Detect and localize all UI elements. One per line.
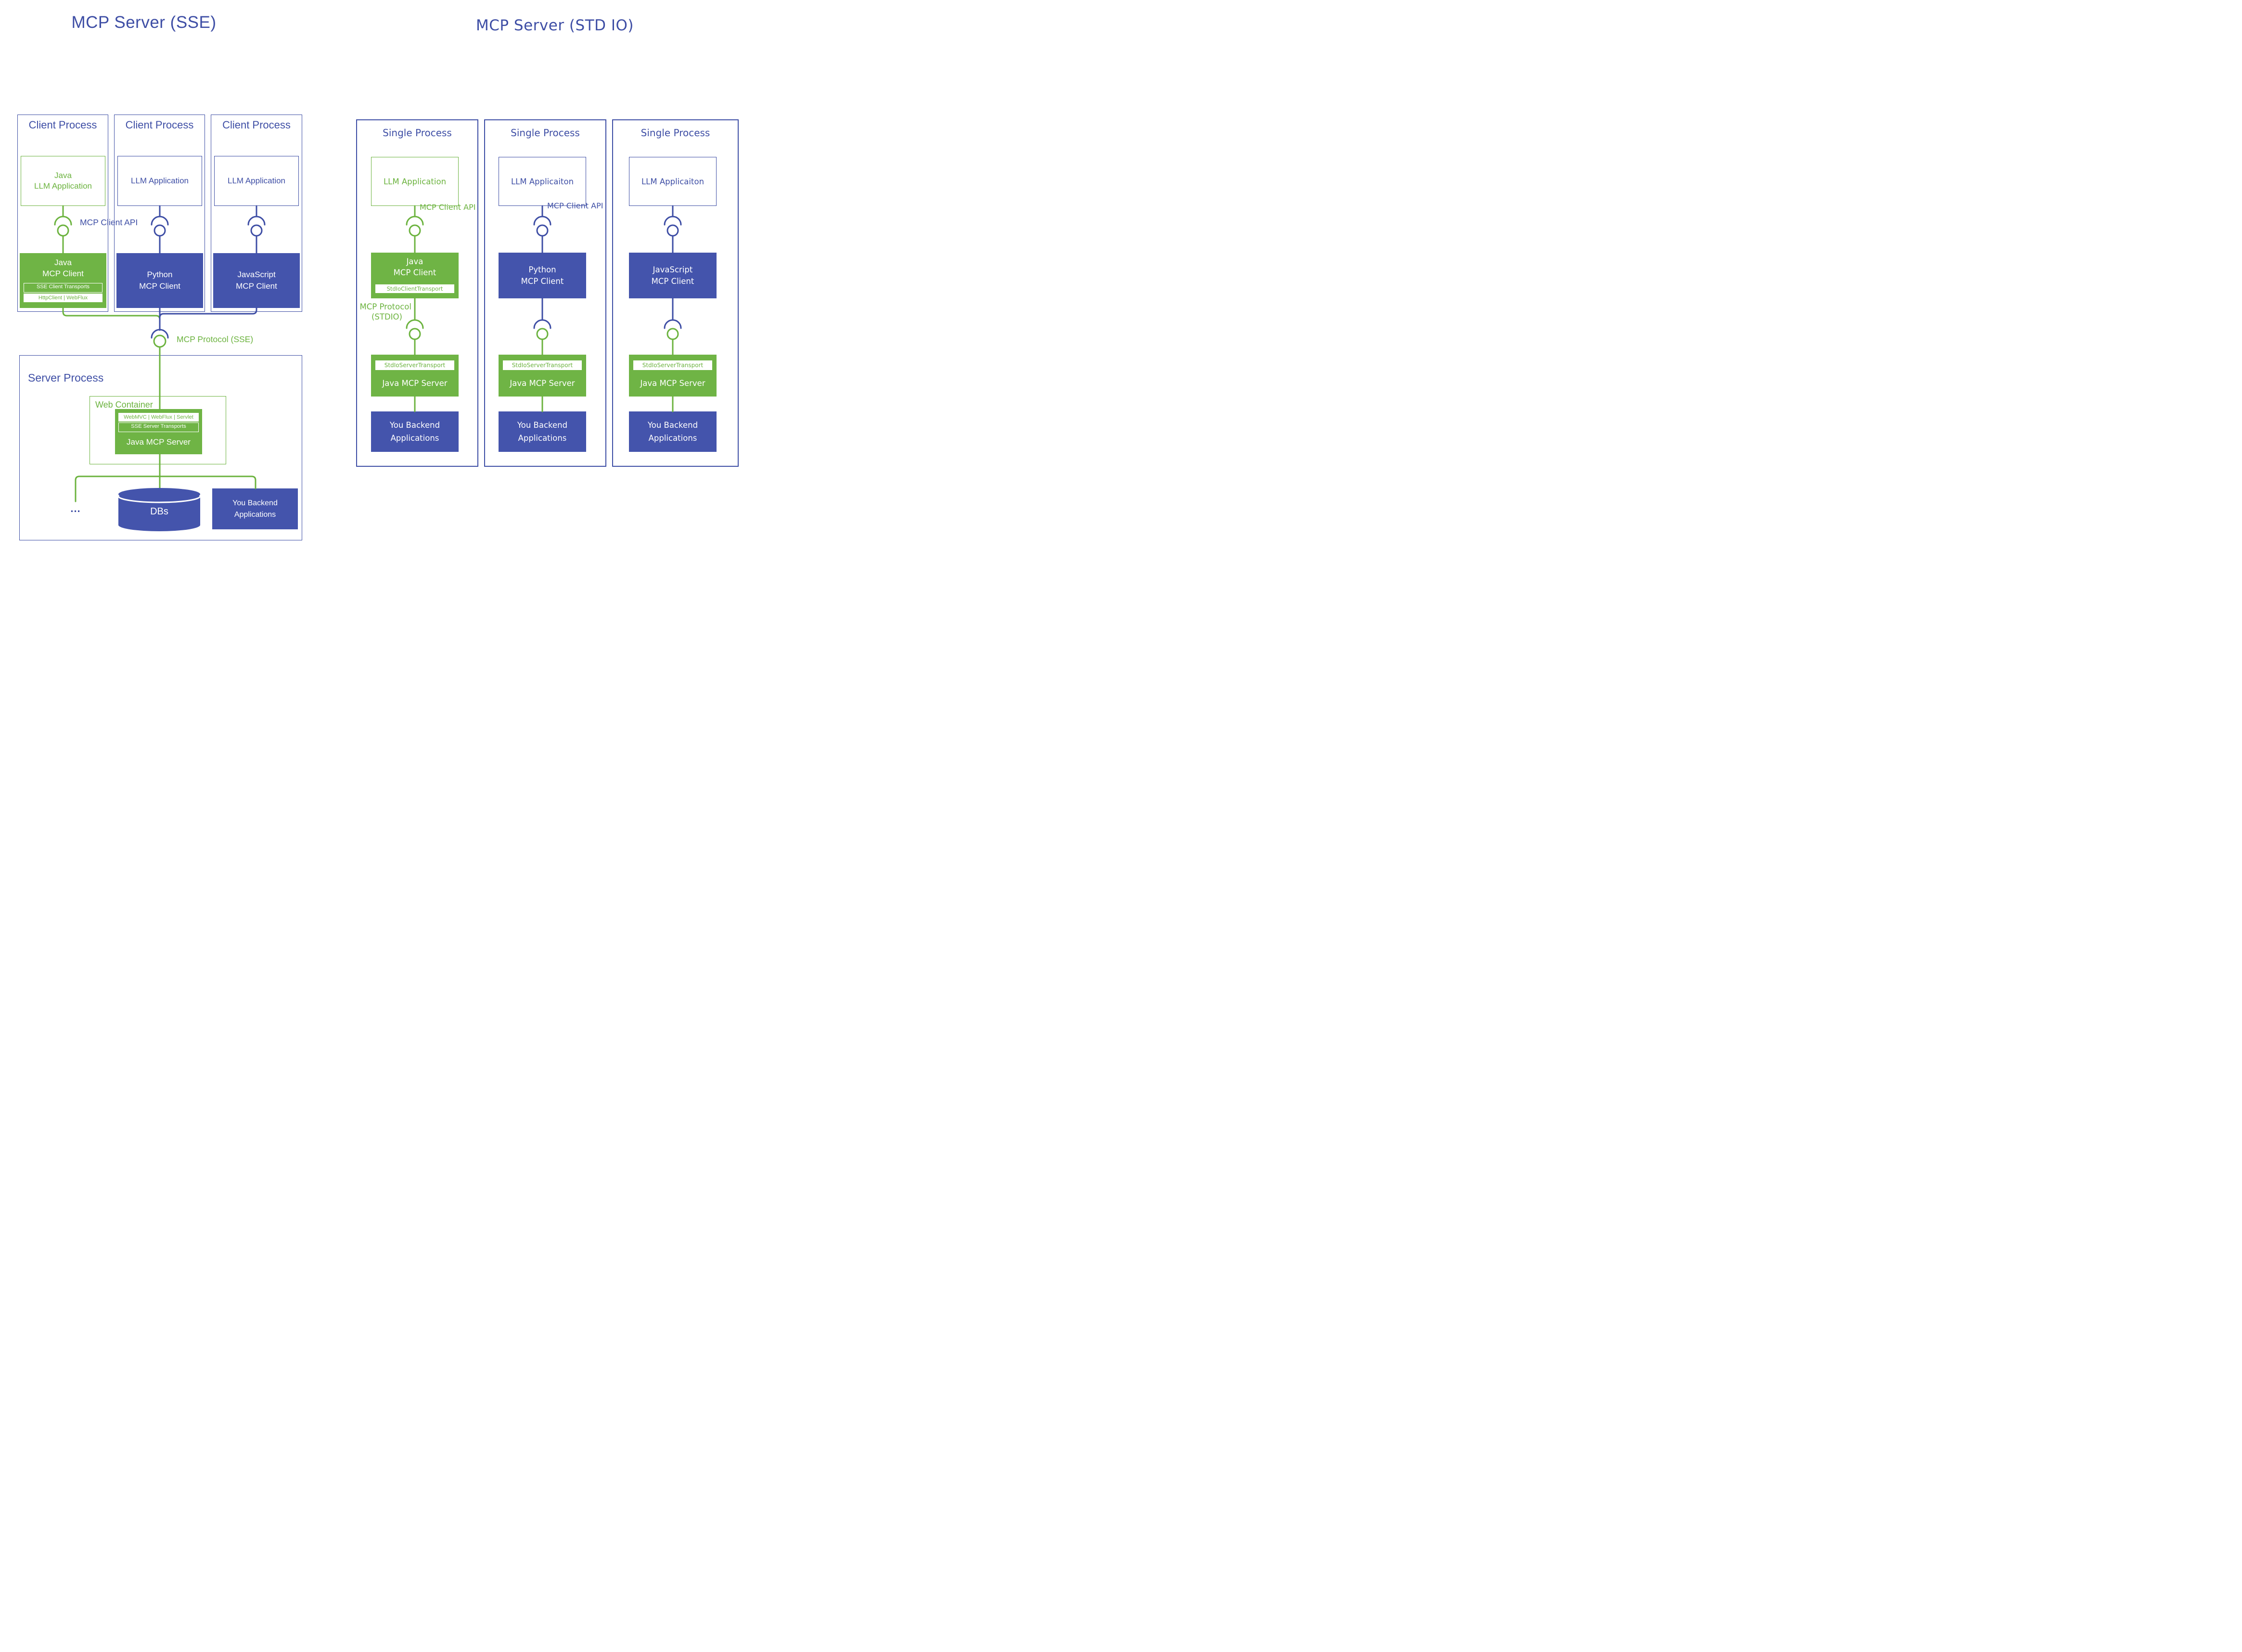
- java-mcp-client-box-r: Java MCP Client StdIoClientTransport: [371, 253, 459, 298]
- mcp-protocol-sse-label: MCP Protocol (SSE): [177, 334, 254, 344]
- backend-line2: Applications: [648, 434, 697, 443]
- ellipsis-dots: ...: [70, 502, 81, 514]
- mcp-protocol-stdio-label-line1: MCP Protocol: [359, 302, 411, 311]
- client-line2: MCP Client: [393, 268, 436, 277]
- java-mcp-server-box-r2: StdIoServerTransport Java MCP Server: [499, 355, 586, 397]
- client-line1: Java: [406, 257, 423, 266]
- llm-application-box-r1: LLM Application: [371, 157, 459, 206]
- backend-line2: Applications: [234, 510, 276, 519]
- backend-applications-box-r3: You Backend Applications: [629, 411, 717, 452]
- backend-line2: Applications: [390, 434, 439, 443]
- single-process-box-2: [484, 119, 606, 467]
- backend-line1: You Backend: [647, 421, 698, 430]
- llm-application-box-java: Java LLM Application: [21, 156, 105, 206]
- python-mcp-client-box: Python MCP Client: [116, 253, 203, 308]
- web-container-box: [90, 396, 226, 464]
- java-mcp-server-box-r1: StdIoServerTransport Java MCP Server: [371, 355, 459, 397]
- backend-line1: You Backend: [389, 421, 440, 430]
- client-line2: MCP Client: [521, 276, 564, 286]
- client-line1: JavaScript: [237, 270, 276, 279]
- sse-server-transports-bar: SSE Server Transports: [118, 423, 199, 432]
- client-process-header-2: Client Process: [125, 119, 194, 131]
- java-mcp-client-box: Java MCP Client SSE Client Transports Ht…: [20, 253, 106, 308]
- python-mcp-client-box-r: Python MCP Client: [499, 253, 586, 298]
- diagram-title-sse: MCP Server (SSE): [71, 13, 217, 32]
- single-process-box-3: [612, 119, 739, 467]
- mcp-architecture-diagram: MCP Server (SSE) MCP Server (STD IO) Cli…: [0, 0, 747, 551]
- java-mcp-server-box-r3: StdIoServerTransport Java MCP Server: [629, 355, 717, 397]
- backend-applications-box-r1: You Backend Applications: [371, 411, 459, 452]
- single-process-box-1: [356, 119, 478, 467]
- web-container-label: Web Container: [95, 400, 153, 410]
- stdio-server-transport-bar: StdIoServerTransport: [633, 360, 712, 370]
- backend-line2: Applications: [518, 434, 567, 443]
- java-mcp-server-title: Java MCP Server: [127, 437, 191, 447]
- stdio-server-transport-bar: StdIoServerTransport: [375, 360, 454, 370]
- diagram-title-stdio: MCP Server (STD IO): [475, 17, 634, 34]
- client-line1: Java: [54, 258, 72, 267]
- client-line2: MCP Client: [651, 276, 694, 286]
- mcp-protocol-stdio-label-line2: (STDIO): [372, 312, 402, 321]
- llm-app-line2: LLM Application: [34, 181, 92, 191]
- webmvc-webflux-servlet-bar: WebMVC | WebFlux | Servlet: [118, 413, 199, 422]
- sse-client-transports-bar: SSE Client Transports: [24, 283, 102, 293]
- client-line1: Python: [528, 265, 556, 274]
- single-process-header-3: Single Process: [641, 127, 710, 139]
- server-process-box: [19, 355, 302, 540]
- java-mcp-server-box-sse: WebMVC | WebFlux | Servlet SSE Server Tr…: [115, 409, 202, 454]
- llm-application-box-r3: LLM Applicaiton: [629, 157, 717, 206]
- client-line1: Python: [147, 270, 173, 279]
- server-process-header: Server Process: [28, 371, 104, 384]
- backend-line1: You Backend: [232, 499, 278, 507]
- llm-application-box-2: LLM Application: [117, 156, 202, 206]
- backend-applications-box-sse: You Backend Applications: [212, 488, 298, 529]
- httpclient-webflux-bar: HttpClient | WebFlux: [24, 294, 102, 302]
- stdio-server-transport-bar: StdIoServerTransport: [503, 360, 582, 370]
- javascript-mcp-client-box-r: JavaScript MCP Client: [629, 253, 717, 298]
- client-line2: MCP Client: [236, 282, 277, 291]
- javascript-mcp-client-box: JavaScript MCP Client: [213, 253, 300, 308]
- client-process-header-3: Client Process: [222, 119, 291, 131]
- stdio-client-transport-bar: StdIoClientTransport: [375, 284, 454, 293]
- llm-app-label: LLM Applicaiton: [641, 177, 705, 186]
- mcp-client-api-label-r1: MCP Client API: [420, 203, 476, 212]
- backend-line1: You Backend: [517, 421, 568, 430]
- backend-applications-box-r2: You Backend Applications: [499, 411, 586, 452]
- client-process-header-1: Client Process: [28, 119, 97, 131]
- single-process-header-1: Single Process: [383, 127, 452, 139]
- client-line2: MCP Client: [139, 282, 180, 291]
- java-mcp-server-title: Java MCP Server: [640, 379, 705, 388]
- llm-application-box-r2: LLM Applicaiton: [499, 157, 586, 206]
- llm-app-label: LLM Application: [130, 176, 189, 185]
- dbs-label: DBs: [150, 506, 168, 517]
- llm-app-label: LLM Application: [227, 176, 286, 185]
- llm-app-label: LLM Application: [383, 177, 447, 186]
- mcp-client-api-label-r2: MCP Client API: [547, 201, 603, 210]
- client-line2: MCP Client: [42, 269, 84, 278]
- single-process-header-2: Single Process: [511, 127, 580, 139]
- mcp-client-api-label: MCP Client API: [80, 218, 138, 227]
- client-line1: JavaScript: [653, 265, 693, 274]
- llm-app-label: LLM Applicaiton: [511, 177, 574, 186]
- mcp-protocol-sse-connector-icon: [151, 329, 169, 348]
- java-mcp-server-title: Java MCP Server: [510, 379, 575, 388]
- llm-app-line1: Java: [54, 171, 72, 180]
- java-mcp-server-title: Java MCP Server: [382, 379, 448, 388]
- llm-application-box-3: LLM Application: [214, 156, 299, 206]
